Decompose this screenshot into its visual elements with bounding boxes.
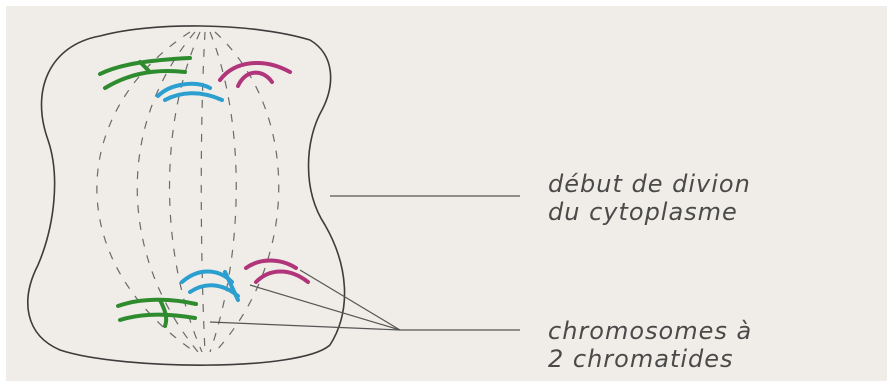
blue-chromosome-top	[158, 84, 222, 100]
spindle-fiber	[210, 32, 236, 352]
label-line: 2 chromatides	[548, 345, 752, 373]
magenta-chromosome-top	[220, 63, 290, 86]
label-line: chromosomes à	[548, 317, 752, 345]
label-line: du cytoplasme	[548, 198, 751, 226]
spindle-fiber	[201, 32, 205, 352]
blue-chromosome-bottom	[182, 272, 238, 301]
label-line: début de divion	[548, 170, 751, 198]
cell-membrane-outline	[28, 26, 345, 365]
spindle-fiber	[97, 32, 195, 352]
magenta-chromosome-bottom	[246, 261, 308, 283]
label-chromosomes: chromosomes à 2 chromatides	[548, 317, 752, 373]
label-cytoplasm-division: début de divion du cytoplasme	[548, 170, 751, 226]
green-chromosome-bottom	[118, 300, 196, 326]
green-chromosome-top	[100, 58, 190, 88]
